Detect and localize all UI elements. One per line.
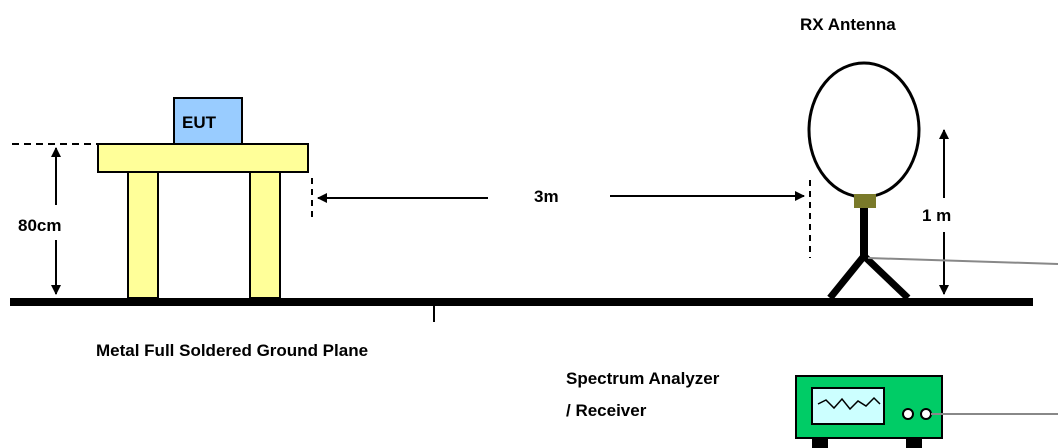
tripod-leg-right	[861, 253, 911, 301]
eut-label: EUT	[182, 113, 217, 132]
antenna-mast	[860, 208, 868, 258]
analyzer-knob-2	[920, 408, 932, 420]
antenna-joint	[854, 194, 876, 208]
loop-antenna	[807, 61, 921, 199]
antenna-height-label: 1 m	[922, 206, 951, 225]
distance-label: 3m	[534, 187, 559, 206]
table-top	[97, 143, 309, 173]
table-leg-left	[127, 171, 159, 299]
analyzer-label-line1: Spectrum Analyzer	[566, 369, 720, 388]
ground-plane	[10, 298, 1033, 306]
spectrum-analyzer	[795, 375, 943, 448]
antenna-cable	[867, 257, 1059, 265]
ground-plane-label: Metal Full Soldered Ground Plane	[96, 341, 368, 360]
rx-antenna-label: RX Antenna	[800, 15, 896, 34]
table-height-label: 80cm	[18, 216, 61, 235]
analyzer-screen	[811, 387, 885, 425]
spectrum-trace	[817, 396, 881, 411]
tripod-leg-left	[827, 253, 867, 301]
eut-box	[173, 97, 243, 145]
rx-antenna	[807, 61, 921, 301]
analyzer-knob-1	[902, 408, 914, 420]
analyzer-foot-left	[812, 438, 828, 448]
table-leg-right	[249, 171, 281, 299]
table	[97, 143, 309, 299]
analyzer-label-line2: / Receiver	[566, 401, 647, 420]
analyzer-foot-right	[906, 438, 922, 448]
